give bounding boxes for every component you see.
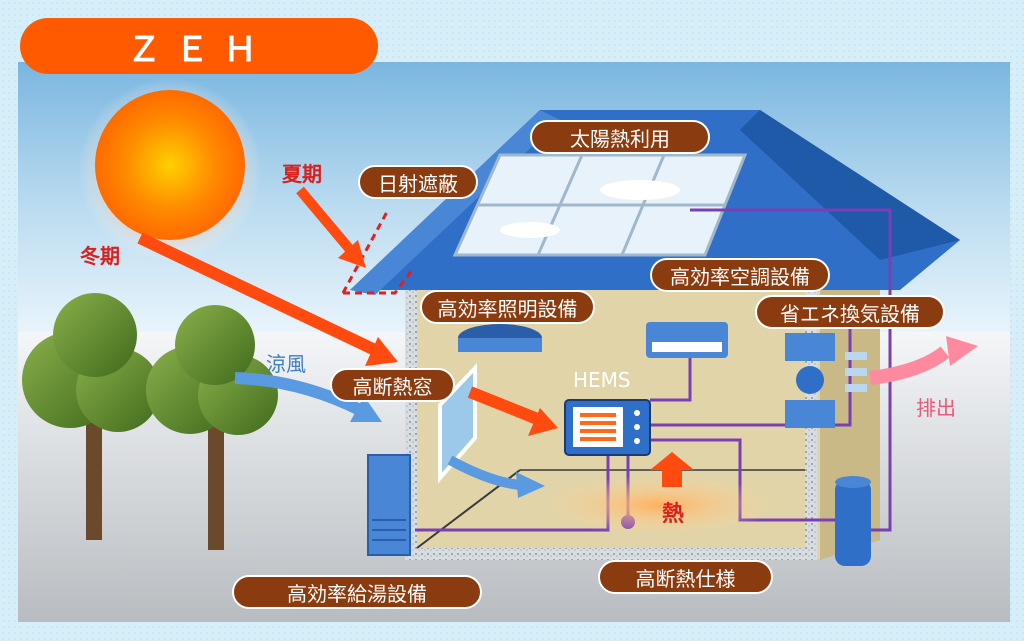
- winter-sun-arrow: [137, 232, 398, 366]
- page-title: ＺＥＨ: [20, 18, 378, 74]
- label-insulation: 高断熱仕様: [598, 560, 773, 594]
- exhaust-label: 排出: [916, 396, 956, 420]
- label-ventilation: 省エネ換気設備: [755, 295, 945, 329]
- heat-label: 熱: [662, 502, 685, 527]
- tree-left: [22, 293, 160, 540]
- hems-label: HEMS: [573, 368, 631, 392]
- label-lighting: 高効率照明設備: [420, 290, 595, 324]
- window-heat-arrow: [467, 386, 558, 436]
- breeze-arrow-outside: [234, 372, 382, 422]
- exhaust-arrow: [869, 336, 978, 385]
- winter-label: 冬期: [80, 244, 120, 268]
- label-solar-heat: 太陽熱利用: [530, 120, 710, 154]
- label-window: 高断熱窓: [330, 368, 455, 402]
- label-water-heater: 高効率給湯設備: [232, 575, 482, 609]
- label-sunshade: 日射遮蔽: [358, 165, 478, 199]
- label-hvac: 高効率空調設備: [650, 258, 830, 292]
- summer-sun-arrow: [296, 186, 366, 268]
- breeze-arrow-inside: [447, 455, 545, 498]
- summer-label: 夏期: [282, 162, 322, 186]
- cool-breeze-label: 涼風: [266, 352, 306, 376]
